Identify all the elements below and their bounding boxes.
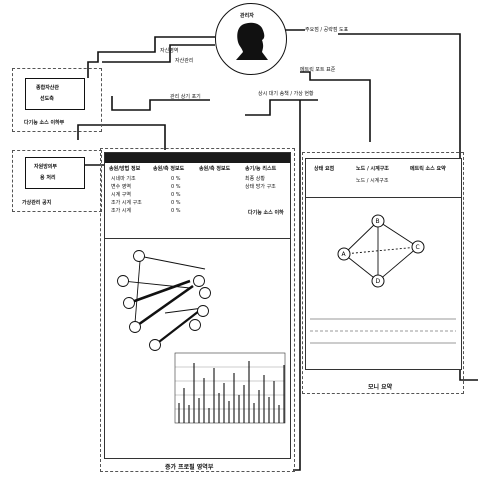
left-top-label-2: 자산관리 xyxy=(175,59,193,64)
top-right-label-1: 주요점 / 공략점 도표 xyxy=(305,28,348,33)
left-box-2-caption: 가상관리 공지 xyxy=(22,201,51,206)
graph-node xyxy=(134,251,145,262)
left-box-2: 자원방의부 용 처리 xyxy=(25,157,85,189)
person-silhouette-icon xyxy=(216,4,286,74)
graph-node xyxy=(118,276,129,287)
graph-node xyxy=(130,322,141,333)
graph-node xyxy=(194,276,205,287)
graph-node xyxy=(150,340,161,351)
graph-node-label: C xyxy=(416,244,420,251)
right-panel-caption: 모니 요약 xyxy=(368,382,392,391)
left-box-1-line2: 선도측 xyxy=(40,97,54,102)
graph-node-label: D xyxy=(376,278,381,285)
left-box-1-line1: 종합자산관 xyxy=(36,86,59,91)
mid-label: 관리 상기 포기 xyxy=(170,95,201,100)
left-box-2-line1: 자원방의부 xyxy=(34,165,57,170)
left-panel-caption: 증가 프로필 영역부 xyxy=(165,462,213,471)
left-panel: 송원/방법 정보 송원/측 정보도 송원/측 정보도 송기/능 리스트 시네마 … xyxy=(104,152,291,459)
graph-node xyxy=(200,288,211,299)
top-right-label-2: 메트릭 포트 표준 xyxy=(300,68,335,73)
graph-node-label: B xyxy=(376,218,380,225)
left-network-graph xyxy=(105,153,290,458)
top-right-label-3: 상시 대기 송책 / 가상 현황 xyxy=(258,92,314,97)
graph-node xyxy=(124,298,135,309)
left-box-1: 종합자산관 선도측 xyxy=(25,78,85,110)
graph-node xyxy=(190,320,201,331)
connector-line xyxy=(88,37,215,78)
person-circle: 관리자 xyxy=(215,3,287,75)
right-network-graph: B A C D xyxy=(306,159,461,369)
left-box-2-line2: 용 처리 xyxy=(40,176,56,181)
connector-line xyxy=(245,100,318,115)
left-box-1-caption: 다기능 소스 이하부 xyxy=(24,121,64,126)
connector-line xyxy=(102,45,215,62)
graph-node xyxy=(198,306,209,317)
right-panel: 상태 요점 노드 / 시계구조 메트릭 소스 요약 노드 / 시계구조 B A … xyxy=(305,158,462,370)
left-top-label-1: 자신영역 xyxy=(160,49,178,54)
connector-line xyxy=(300,72,370,142)
